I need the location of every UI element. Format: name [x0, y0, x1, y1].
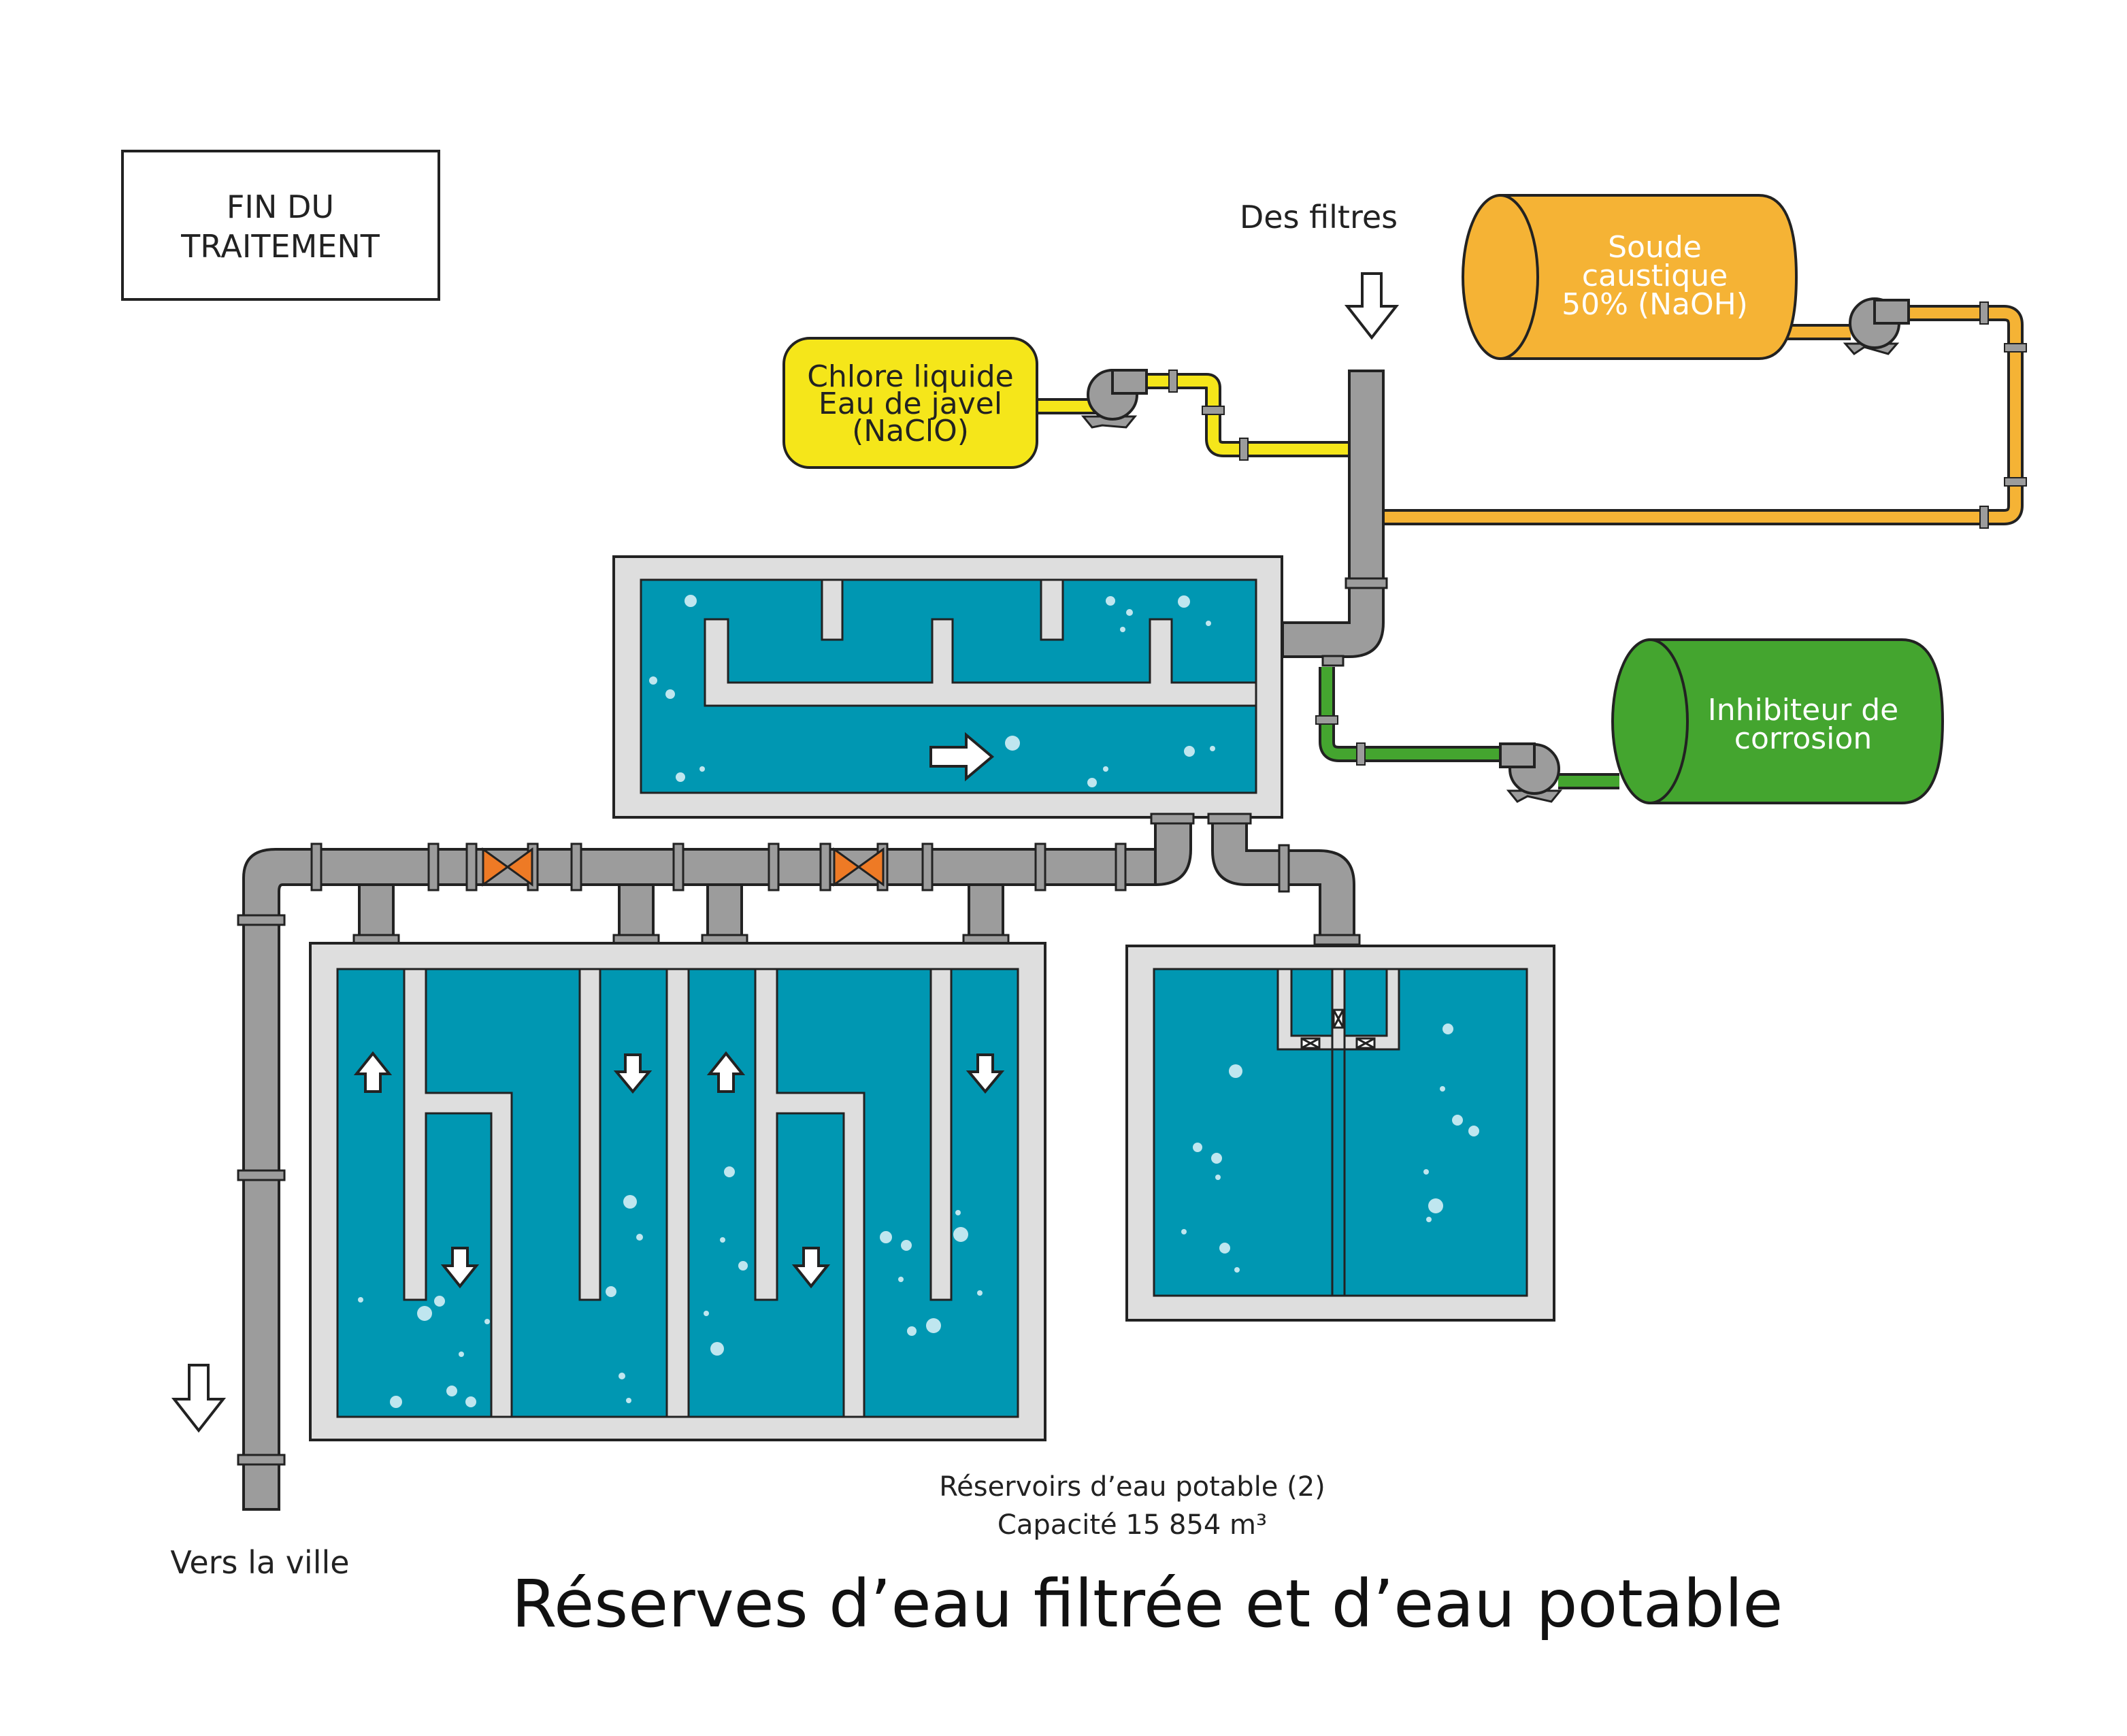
down-arrow-icon — [791, 1247, 831, 1289]
chlorine-label-2: Eau de javel — [819, 387, 1002, 421]
up-arrow-icon — [353, 1051, 393, 1093]
soda-label-3: 50% (NaOH) — [1562, 287, 1748, 322]
soda-tank: Soude caustique 50% (NaOH) — [1462, 194, 1798, 360]
sluice-valve-icon — [1300, 1009, 1376, 1049]
down-arrow-icon — [1344, 272, 1400, 340]
down-arrow-icon — [171, 1364, 227, 1433]
flow-right-arrow-icon — [929, 732, 995, 782]
soda-pipe — [1385, 301, 2027, 529]
down-arrow-icon — [966, 1053, 1005, 1094]
filtered-water-basin — [612, 555, 1283, 819]
inhibitor-label-2: corrosion — [1734, 721, 1872, 756]
up-arrow-icon — [706, 1051, 746, 1093]
chlorine-label-1: Chlore liquide — [807, 359, 1013, 394]
valve-icon-1 — [482, 847, 533, 887]
potable-reservoir-main — [309, 942, 1046, 1441]
inhibitor-pipe — [1315, 667, 1619, 789]
from-filters-label: Des filtres — [1240, 199, 1398, 235]
reservoir-caption-line-2: Capacité 15 854 m³ — [997, 1509, 1267, 1541]
soda-label-2: caustique — [1582, 259, 1728, 293]
chlorine-tank: Chlore liquide Eau de javel (NaClO) — [782, 337, 1038, 469]
to-city-label: Vers la ville — [170, 1544, 349, 1581]
header-line-1: FIN DU — [227, 189, 334, 225]
inhibitor-tank: Inhibiteur de corrosion — [1611, 638, 1945, 804]
inhibitor-label-1: Inhibiteur de — [1708, 693, 1898, 727]
page-title: Réserves d’eau filtrée et d’eau potable — [512, 1566, 1783, 1642]
inhibitor-pump-icon — [1499, 742, 1563, 803]
soda-label-1: Soude — [1608, 230, 1702, 265]
chlorine-label-3: (NaClO) — [852, 414, 969, 448]
down-arrow-icon — [440, 1247, 480, 1289]
chlorine-pipe — [1033, 370, 1354, 461]
header-line-2: TRAITEMENT — [180, 228, 380, 265]
down-arrow-icon — [613, 1053, 653, 1094]
reservoir-caption-line-1: Réservoirs d’eau potable (2) — [939, 1471, 1325, 1503]
header-box: FIN DU TRAITEMENT — [121, 150, 440, 301]
potable-reservoir-small — [1125, 945, 1555, 1322]
filter-inlet-pipe — [1281, 370, 1388, 667]
chlorine-pump-icon — [1081, 369, 1148, 429]
soda-pump-icon — [1843, 297, 1910, 355]
valve-icon-2 — [833, 847, 885, 887]
